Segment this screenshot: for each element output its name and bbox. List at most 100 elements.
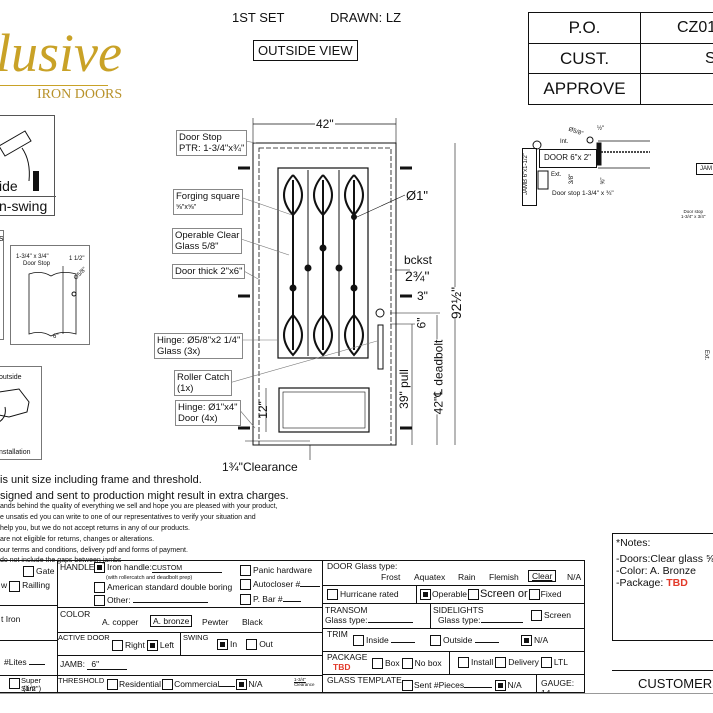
other-checkbox[interactable] — [94, 595, 105, 607]
ltl-checkbox[interactable] — [540, 657, 552, 669]
screen-checkbox[interactable] — [467, 589, 479, 601]
view-label: OUTSIDE VIEW — [253, 40, 358, 61]
bottom-panel — [278, 387, 370, 433]
glass-frost[interactable]: Frost — [381, 572, 401, 582]
note-line: are not eligible for returns, changes or… — [0, 536, 155, 543]
bottom-border — [0, 693, 713, 694]
glass-flemish[interactable]: Flemish — [489, 572, 519, 582]
note-line: our terms and conditions, delivery pdf a… — [0, 547, 188, 554]
template-na-checkbox[interactable] — [495, 680, 507, 692]
installation-text: nstallation — [0, 449, 31, 456]
installation-drawing — [0, 388, 30, 422]
sidelight-screen-checkbox[interactable] — [531, 610, 542, 622]
autocloser-checkbox[interactable] — [240, 579, 251, 591]
color-pewter[interactable]: Pewter — [202, 617, 229, 627]
jamb-box: JAMB 6"x1-1/2" — [522, 148, 537, 206]
hurricane-section: Hurricane rated — [322, 585, 417, 604]
form-left-material: t Iron — [0, 605, 58, 641]
fixed-checkbox[interactable] — [528, 589, 540, 601]
sent-checkbox[interactable] — [402, 680, 413, 692]
note-line: help you, but we do not accept returns i… — [0, 525, 190, 532]
swing-out-checkbox[interactable] — [246, 639, 258, 651]
color-section: COLOR A. copper A. bronze Pewter Black — [57, 607, 323, 633]
door-frame — [252, 142, 397, 446]
note-line: e unsatis ed you can write to one of our… — [0, 514, 256, 521]
stop-dim1: 1 1/2" — [69, 256, 85, 262]
active-right-checkbox[interactable] — [112, 640, 123, 652]
stop-dim3: 6" — [53, 334, 59, 340]
door-stop-detail: 1-3/4" x 3/4" Door Stop 1 1/2" Ø5/8" 6" — [10, 245, 90, 345]
dim-3: 3" — [417, 289, 428, 303]
callout-hinge-glass: Hinge: Ø5/8"x2 1/4"Glass (3x) — [154, 333, 244, 359]
box-checkbox[interactable] — [372, 658, 383, 670]
iron-handle-checkbox[interactable] — [94, 562, 105, 574]
glass-panel — [277, 167, 369, 359]
trim-inside-checkbox[interactable] — [353, 635, 364, 647]
color-copper[interactable]: A. copper — [102, 617, 139, 627]
partial-box: s — [0, 230, 4, 340]
active-left-checkbox[interactable] — [146, 640, 158, 652]
note-line: signed and sent to production might resu… — [0, 490, 289, 502]
glass-rain[interactable]: Rain — [458, 572, 476, 582]
door-glass-section: DOOR Glass type: Frost Aquatex Rain Flem… — [322, 560, 585, 586]
american-checkbox[interactable] — [94, 582, 105, 594]
form-left-lites: #Lites — [0, 640, 58, 676]
outside-text: outside — [0, 374, 22, 381]
jamb-section: JAMB: 6" — [57, 655, 323, 676]
color-black[interactable]: Black — [242, 617, 263, 627]
summary-doors: -Doors:Clear glass ⅝" — [616, 553, 713, 565]
summary-title: *Notes: — [616, 537, 651, 549]
customers-label: CUSTOMERS — [638, 676, 713, 691]
residential-checkbox[interactable] — [107, 679, 118, 691]
operable-checkbox[interactable] — [420, 589, 431, 601]
set-label: 1ST SET — [232, 10, 285, 25]
fixed-label: Fixed — [540, 589, 562, 599]
color-bronze-selected[interactable]: A. bronze — [150, 615, 193, 627]
commercial-checkbox[interactable] — [162, 679, 174, 691]
glass-template-section: GLASS TEMPLATE Sent #Pieces N/A — [322, 674, 537, 693]
threshold-na-checkbox[interactable] — [236, 679, 248, 691]
swing-side-text: ide — [0, 178, 18, 194]
bckst-label: bckst — [404, 253, 433, 267]
gate-checkbox[interactable] — [23, 566, 34, 578]
pull-handle — [377, 324, 384, 370]
width-dim: 42" — [315, 117, 335, 131]
swing-in-checkbox[interactable] — [217, 639, 228, 651]
gauge-label: GAUGE: 14 — [536, 674, 585, 693]
install-checkbox[interactable] — [458, 657, 469, 669]
callout-roller: Roller Catch(1x) — [174, 370, 233, 396]
panic-checkbox[interactable] — [240, 565, 251, 577]
handle-section: HANDLE Iron handle:CUSTOM (with rollerca… — [57, 560, 323, 608]
pbar-checkbox[interactable] — [240, 594, 251, 606]
int-label: Int. — [560, 139, 569, 145]
glass-aquatex[interactable]: Aquatex — [414, 572, 446, 582]
glass-na[interactable]: N/A — [567, 572, 582, 582]
railling-checkbox[interactable] — [9, 580, 21, 592]
logo-sub: IRON DOORS — [37, 87, 123, 102]
note-line: is unit size including frame and thresho… — [0, 474, 202, 486]
ext-label: Ext. — [551, 172, 562, 178]
superslim-checkbox[interactable] — [9, 678, 20, 689]
half-label: ½" — [597, 126, 605, 132]
hurricane-checkbox[interactable] — [327, 589, 338, 601]
section-stop-label: Door stop 1-3/4" x ¾" — [552, 190, 614, 197]
dia-dim: Ø1" — [406, 188, 428, 203]
nobox-checkbox[interactable] — [401, 658, 413, 670]
trim-outside-checkbox[interactable] — [430, 635, 441, 647]
trim-na-checkbox[interactable] — [521, 635, 532, 647]
stop-sub: Door Stop — [23, 261, 51, 267]
approve-value — [640, 73, 713, 105]
swing-label: n-swing — [0, 196, 56, 214]
summary-package: TBD — [666, 577, 688, 589]
glass-clear-selected[interactable]: Clear — [528, 570, 557, 582]
delivery-checkbox[interactable] — [495, 657, 507, 669]
cut-letter: s — [0, 233, 4, 243]
